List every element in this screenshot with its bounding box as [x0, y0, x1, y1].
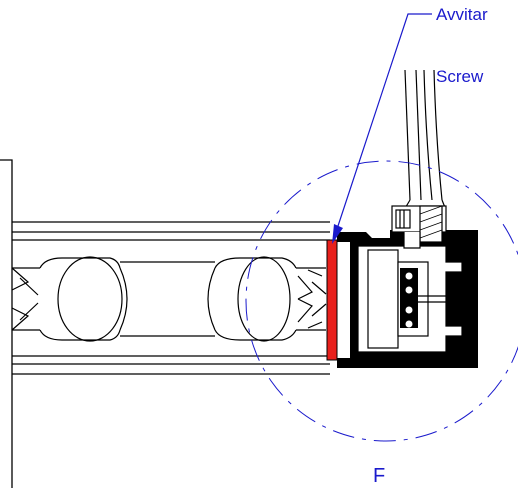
- highlighted-gasket: [326, 239, 338, 361]
- lamp-element: [11, 256, 327, 342]
- label-detail-f: F: [373, 465, 385, 487]
- label-screw: Screw: [436, 67, 484, 86]
- left-frame: [0, 159, 13, 488]
- cable-gland: [391, 205, 447, 249]
- tube-body: [12, 221, 330, 375]
- arrow-head: [332, 224, 343, 244]
- label-avvitar: Avvitar: [436, 5, 488, 24]
- connector-housing: [337, 230, 478, 368]
- cable: [403, 69, 447, 211]
- detail-circle: [245, 160, 518, 442]
- leader-line: [337, 13, 432, 227]
